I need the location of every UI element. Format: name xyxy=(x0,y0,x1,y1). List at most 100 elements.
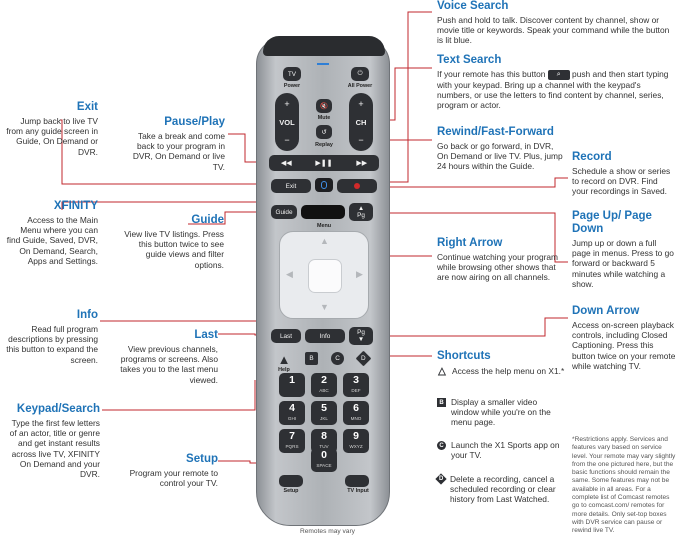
leader-page xyxy=(366,212,568,263)
search-icon: ⌕ xyxy=(547,69,570,80)
mic-icon xyxy=(321,181,327,189)
volume-rocker[interactable]: + VOL − xyxy=(275,93,299,151)
info-button[interactable]: Info xyxy=(305,329,345,343)
right-arrow-icon[interactable]: ▶ xyxy=(356,269,363,279)
volume-up-icon: + xyxy=(284,99,290,109)
help-label: Help xyxy=(278,367,290,373)
callout-setup-title: Setup xyxy=(186,453,218,465)
key-5-letters: JKL xyxy=(320,416,328,421)
leader-guide xyxy=(188,211,280,225)
mute-button[interactable]: 🔇 xyxy=(316,99,332,113)
page-down-button[interactable]: Pg ▼ xyxy=(349,327,373,345)
shortcut-a-text: Access the help menu on X1.* xyxy=(452,366,565,376)
shortcut-d-text: Delete a recording, cancel a scheduled r… xyxy=(450,474,556,505)
xfinity-button[interactable] xyxy=(301,205,345,219)
c-button[interactable]: C xyxy=(331,352,344,365)
down-arrow-icon[interactable]: ▼ xyxy=(320,302,329,312)
callout-rewind-ff: Rewind/Fast-Forward Go back or go forwar… xyxy=(437,126,565,172)
voice-mic-button[interactable] xyxy=(315,178,333,192)
transport-bar: ◀◀ ▶❚❚ ▶▶ xyxy=(269,155,379,171)
shortcut-c: C Launch the X1 Sports app on your TV. xyxy=(437,440,565,460)
play-pause-icon[interactable]: ▶❚❚ xyxy=(315,160,333,167)
callout-text-search: Text Search If your remote has this butt… xyxy=(437,54,673,110)
callout-shortcuts-title: Shortcuts xyxy=(437,350,491,362)
key-1[interactable]: 1 xyxy=(279,373,305,397)
rewind-icon[interactable]: ◀◀ xyxy=(280,160,292,167)
callout-last-desc: View previous channels, programs or scre… xyxy=(120,344,218,385)
page-up-icon: ▲ xyxy=(357,205,365,212)
d-button-label: D xyxy=(361,355,366,362)
callout-down-arrow: Down Arrow Access on-screen playback con… xyxy=(572,305,676,371)
channel-rocker[interactable]: + CH − xyxy=(349,93,373,151)
help-a-button[interactable]: ▲ xyxy=(277,351,291,367)
d-button[interactable]: D xyxy=(355,350,372,367)
record-button[interactable] xyxy=(337,179,377,193)
key-9-letters: WXYZ xyxy=(349,444,363,449)
page-up-button[interactable]: ▲ Pg xyxy=(349,203,373,221)
leader-keypad xyxy=(102,380,256,411)
fast-forward-icon[interactable]: ▶▶ xyxy=(356,160,368,167)
key-5-digit: 5 xyxy=(321,402,327,414)
up-arrow-icon[interactable]: ▲ xyxy=(320,236,329,246)
last-button[interactable]: Last xyxy=(271,329,301,343)
channel-up-icon: + xyxy=(358,99,364,109)
directional-pad[interactable]: ▲ ▼ ◀ ▶ xyxy=(279,231,369,319)
power-icon: ⏻ xyxy=(357,70,363,77)
callout-info-title: Info xyxy=(76,309,98,321)
left-arrow-icon[interactable]: ◀ xyxy=(286,269,293,279)
callout-text-desc-pre: If your remote has this button xyxy=(437,69,546,79)
b-square-icon: B xyxy=(437,398,446,407)
callout-right-desc: Continue watching your program while bro… xyxy=(437,252,559,283)
callout-voice-search: Voice Search Push and hold to talk. Disc… xyxy=(437,0,673,46)
page-down-icon: ▼ xyxy=(357,336,365,343)
leader-exit xyxy=(60,119,276,185)
replay-button[interactable]: ↺ xyxy=(316,125,332,139)
tv-button[interactable]: TV xyxy=(283,67,301,81)
remote-top-cap xyxy=(263,36,385,56)
key-0-digit: 0 xyxy=(321,449,327,461)
key-0-letters: SPACE xyxy=(316,463,332,468)
menu-label: Menu xyxy=(316,223,332,229)
page-down-label: Pg xyxy=(357,329,365,336)
tv-input-button[interactable] xyxy=(345,475,369,487)
b-button[interactable]: B xyxy=(305,352,318,365)
key-7-letters: PQRS xyxy=(285,444,299,449)
callout-setup: Setup Program your remote to control you… xyxy=(120,453,218,488)
callout-keypad-search: Keypad/Search Type the first few letters… xyxy=(5,403,100,479)
guide-button[interactable]: Guide xyxy=(271,205,297,219)
ok-button[interactable] xyxy=(308,259,342,293)
exit-button[interactable]: Exit xyxy=(271,179,311,193)
callout-info: Info Read full program descriptions by p… xyxy=(5,309,98,365)
callout-page-up-down: Page Up/ Page Down Jump up or down a ful… xyxy=(572,210,676,289)
callout-pause-play: Pause/Play Take a break and come back to… xyxy=(120,116,225,172)
all-power-button[interactable]: ⏻ xyxy=(351,67,369,81)
help-triangle-icon: △ xyxy=(438,366,446,377)
key-9-digit: 9 xyxy=(353,430,359,442)
callout-pause-desc: Take a break and come back to your progr… xyxy=(132,131,225,172)
callout-info-desc: Read full program descriptions by pressi… xyxy=(6,324,98,365)
callout-record-desc: Schedule a show or series to record on D… xyxy=(572,166,671,197)
mute-icon: 🔇 xyxy=(320,103,328,110)
setup-button[interactable] xyxy=(279,475,303,487)
shortcut-b: B Display a smaller video window while y… xyxy=(437,397,565,428)
replay-icon: ↺ xyxy=(321,129,327,136)
callout-shortcuts: Shortcuts xyxy=(437,350,565,363)
callout-pause-title: Pause/Play xyxy=(164,116,225,128)
key-6-letters: MNO xyxy=(350,416,362,421)
callout-last: Last View previous channels, programs or… xyxy=(120,329,218,385)
callout-guide-desc: View live TV listings. Press this button… xyxy=(124,229,224,270)
key-6-digit: 6 xyxy=(353,402,359,414)
callout-guide: Guide View live TV listings. Press this … xyxy=(118,214,224,270)
remote-control: TV Power ⏻ All Power + VOL − + CH − 🔇 Mu… xyxy=(256,36,390,526)
all-power-label: All Power xyxy=(347,83,373,89)
volume-down-icon: − xyxy=(284,135,290,145)
c-circle-icon: C xyxy=(437,441,446,450)
